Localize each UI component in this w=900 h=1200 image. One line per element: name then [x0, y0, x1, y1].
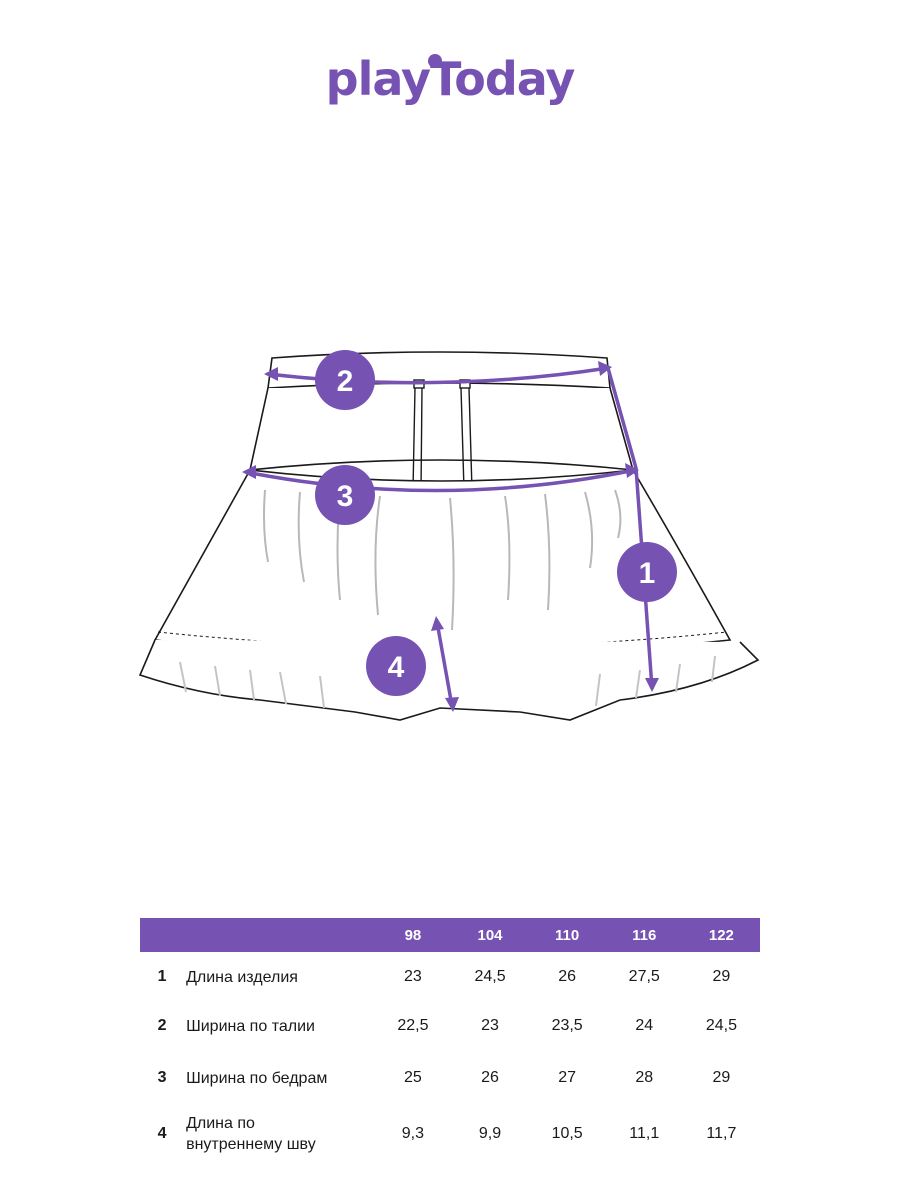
table-cell: 27,5: [628, 968, 660, 985]
row-label: Длина изделия: [186, 968, 298, 986]
row-label: Ширина по бедрам: [186, 1069, 328, 1087]
marker-4: 4: [366, 636, 426, 696]
size-header-row: 98 104 110 116 122: [140, 918, 760, 952]
marker-2-label: 2: [337, 365, 354, 398]
row-label: Длина по внутреннему шву: [186, 1115, 316, 1153]
table-cell: 11,7: [706, 1125, 737, 1142]
arrow-heads: [242, 361, 659, 712]
table-cell: 23,5: [551, 1017, 583, 1034]
size-header: 122: [682, 918, 760, 952]
table-row: 3 Ширина по бедрам 25 26 27 28 29: [140, 1050, 760, 1106]
row-number: 3: [157, 1069, 167, 1086]
table-cell: 23: [481, 1017, 499, 1034]
size-header: 98: [374, 918, 452, 952]
table-row: 4 Длина по внутреннему шву 9,3 9,9 10,5 …: [140, 1106, 760, 1162]
table-cell: 24: [635, 1017, 654, 1034]
size-header: 104: [451, 918, 529, 952]
size-table: 98 104 110 116 122 1 Длина изделия 23 24…: [140, 918, 760, 1162]
marker-1: 1: [617, 542, 677, 602]
marker-1-label: 1: [639, 557, 656, 590]
ruffle-lines: [179, 655, 716, 709]
row-label: Ширина по талии: [186, 1017, 315, 1035]
table-row: 1 Длина изделия 23 24,5 26 27,5 29: [140, 952, 760, 1002]
marker-3-label: 3: [337, 480, 354, 513]
gather-lines: [263, 489, 622, 631]
table-cell: 9,3: [401, 1125, 425, 1142]
row-number: 1: [157, 968, 167, 985]
header-blank: [184, 918, 375, 952]
table-cell: 26: [558, 968, 577, 985]
table-cell: 29: [712, 1069, 731, 1086]
brand-logo: playToday: [0, 52, 900, 106]
table-cell: 27: [558, 1069, 577, 1086]
yoke-outline: [248, 387, 635, 471]
table-cell: 11,1: [629, 1125, 660, 1142]
table-cell: 23: [404, 968, 422, 985]
marker-2: 2: [315, 350, 375, 410]
marker-4-label: 4: [388, 651, 405, 684]
table-cell: 10,5: [551, 1125, 583, 1142]
table-cell: 26: [481, 1069, 499, 1086]
table-cell: 29: [712, 968, 731, 985]
row-number: 2: [157, 1017, 167, 1034]
marker-3: 3: [315, 465, 375, 525]
header-blank: [140, 918, 185, 952]
table-row: 2 Ширина по талии 22,5 23 23,5 24 24,5: [140, 1002, 760, 1050]
size-header: 110: [528, 918, 606, 952]
measure-lines: [244, 366, 654, 708]
size-header: 116: [605, 918, 683, 952]
table-cell: 28: [635, 1069, 654, 1086]
table-cell: 22,5: [397, 1017, 429, 1034]
table-cell: 25: [404, 1069, 422, 1086]
row-number: 4: [157, 1125, 167, 1142]
logo-text: playToday: [325, 52, 576, 106]
skirt-diagram: 2 3 1 4: [138, 350, 760, 721]
table-cell: 24,5: [474, 968, 506, 985]
table-cell: 9,9: [478, 1125, 502, 1142]
logo-dot-icon: [428, 54, 442, 68]
table-cell: 24,5: [705, 1017, 737, 1034]
